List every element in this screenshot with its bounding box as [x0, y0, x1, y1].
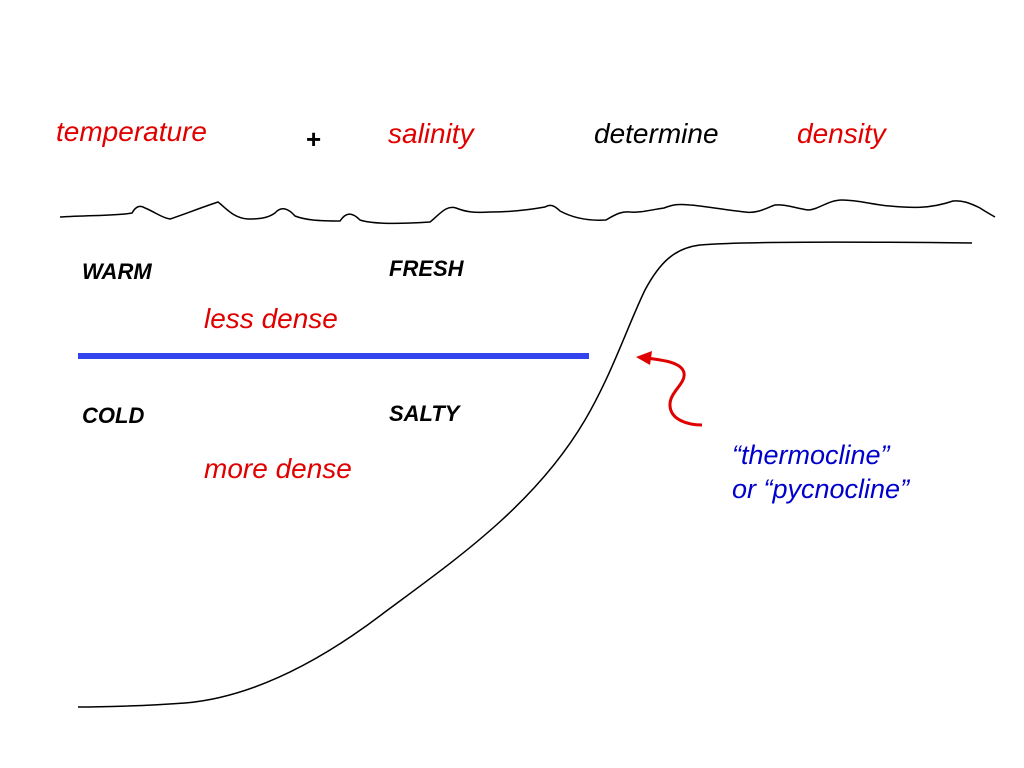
thermocline-line2: or “pycnocline” [732, 473, 910, 504]
determine-label: determine [594, 118, 719, 149]
sea-surface-line [59, 199, 996, 225]
temperature-label: temperature [56, 116, 207, 147]
more-dense-label: more dense [204, 453, 352, 484]
salinity-label: salinity [388, 118, 474, 149]
cold-label: COLD [82, 403, 145, 428]
thermocline-line1: “thermocline” [732, 440, 890, 470]
density-label: density [797, 118, 886, 149]
fresh-label: FRESH [389, 256, 464, 281]
warm-label: WARM [82, 259, 152, 284]
arrow-shaft [645, 356, 703, 427]
thermocline-label: “thermocline” or “pycnocline” [732, 439, 909, 507]
seafloor-profile [77, 241, 973, 708]
arrow-head-icon [636, 351, 652, 365]
less-dense-label: less dense [204, 303, 338, 334]
salty-label: SALTY [389, 401, 460, 426]
plus-sign: + [306, 124, 322, 154]
